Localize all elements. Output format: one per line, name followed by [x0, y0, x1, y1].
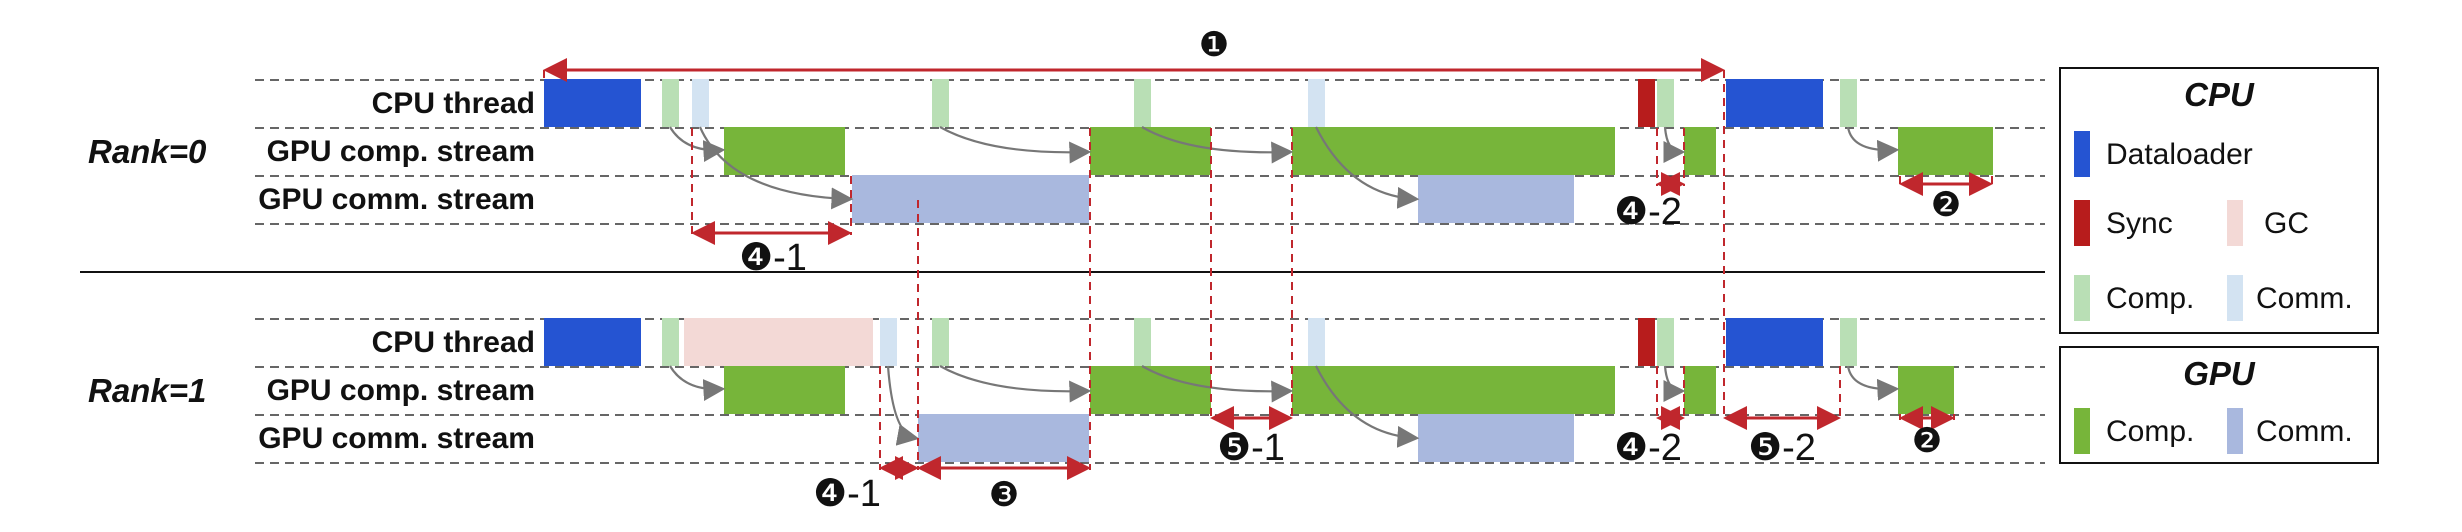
legend-swatch-sync: [2074, 200, 2090, 246]
annotation-2-rank0: ❷: [1931, 186, 1961, 224]
legend-gpu-title: GPU: [2183, 355, 2256, 392]
cpu-comp-block: [932, 79, 949, 127]
rank1-gpu-comp-blocks: [724, 366, 1954, 414]
rank0-gpu-comp-blocks: [724, 127, 1993, 175]
rank0-cpu-thread-label: CPU thread: [372, 87, 535, 120]
legend-cpu-comm-label: Comm.: [2256, 282, 2353, 315]
cpu-comp-block: [1657, 79, 1674, 127]
legend-sync-label: Sync: [2106, 207, 2173, 240]
cpu-comm-block: [1308, 318, 1325, 366]
rank1-label: Rank=1: [88, 372, 206, 409]
cpu-comp-block: [662, 79, 679, 127]
gpu-comp-block: [724, 127, 845, 175]
gpu-comm-block: [852, 175, 1089, 223]
dataloader-block: [544, 318, 641, 366]
gpu-comm-block: [1418, 414, 1574, 462]
sync-block: [1638, 318, 1655, 366]
annotation-4-2-rank1: ❹-2: [1614, 427, 1682, 469]
legend-gpu-comm-label: Comm.: [2256, 415, 2353, 448]
annotation-3-rank1: ❸: [989, 476, 1019, 514]
annotation-5-2-rank1: ❺-2: [1748, 427, 1816, 469]
cpu-comp-block: [1134, 79, 1151, 127]
cpu-comm-block: [692, 79, 709, 127]
legend-cpu-title: CPU: [2184, 76, 2255, 113]
cpu-comp-block: [1657, 318, 1674, 366]
annotation-4-2-rank0: ❹-2: [1614, 191, 1682, 233]
rank0-gpu-comm-blocks: [852, 175, 1574, 223]
red-span-arrows: [543, 58, 1993, 480]
cpu-comp-block: [662, 318, 679, 366]
cpu-comp-block: [1840, 79, 1857, 127]
legend-cpu-comp-label: Comp.: [2106, 282, 2194, 315]
sync-block: [1638, 79, 1655, 127]
rank1-cpu-blocks: [544, 318, 1857, 366]
legend-dataloader-label: Dataloader: [2106, 138, 2253, 171]
legend-swatch-gpu-comm: [2227, 408, 2243, 454]
rank1-cpu-thread-label: CPU thread: [372, 326, 535, 359]
gc-block: [684, 318, 873, 366]
dataloader-block: [1726, 318, 1823, 366]
gpu-comp-block: [1090, 366, 1211, 414]
legend-gpu-comp-label: Comp.: [2106, 415, 2194, 448]
rank0-gpu-comm-label: GPU comm. stream: [258, 183, 535, 216]
dataloader-block: [544, 79, 641, 127]
legend-swatch-gpu-comp: [2074, 408, 2090, 454]
gpu-comp-block: [1090, 127, 1211, 175]
gpu-comp-block: [1684, 127, 1716, 175]
annotation-4-1-rank1: ❹-1: [813, 473, 881, 515]
gpu-comp-block: [1898, 366, 1954, 414]
gpu-comm-block: [1418, 175, 1574, 223]
annotation-4-1-rank0: ❹-1: [739, 237, 807, 279]
gpu-comp-block: [724, 366, 845, 414]
dependency-arrows: [669, 126, 1900, 448]
cpu-comp-block: [1134, 318, 1151, 366]
rank1-gpu-comm-blocks: [918, 414, 1574, 462]
annotation-2-rank1: ❷: [1912, 422, 1942, 460]
legend-swatch-gc: [2227, 200, 2243, 246]
rank0-label: Rank=0: [88, 133, 207, 170]
gpu-comp-block: [1684, 366, 1716, 414]
cpu-comm-block: [1308, 79, 1325, 127]
legend-swatch-dataloader: [2074, 131, 2090, 177]
dataloader-block: [1726, 79, 1823, 127]
cpu-comp-block: [1840, 318, 1857, 366]
gpu-comp-block: [1292, 127, 1615, 175]
legend-gc-label: GC: [2264, 207, 2309, 240]
legend-cpu-box: [2059, 67, 2379, 334]
legend-cpu: CPU Dataloader Sync GC Comp. Comm.: [2059, 67, 2379, 334]
gpu-comm-block: [918, 414, 1089, 462]
cpu-comm-block: [880, 318, 897, 366]
annotation-5-1-rank1: ❺-1: [1217, 427, 1285, 469]
gpu-comp-block: [1292, 366, 1615, 414]
annotation-1: ❶: [1199, 26, 1229, 64]
rank1-gpu-comp-label: GPU comp. stream: [267, 374, 535, 407]
red-guides: [543, 70, 1993, 470]
rank0-cpu-blocks: [544, 79, 1857, 127]
cpu-comp-block: [932, 318, 949, 366]
gpu-comp-block: [1898, 127, 1993, 175]
legend-gpu-box: [2059, 346, 2379, 464]
rank1-gpu-comm-label: GPU comm. stream: [258, 422, 535, 455]
rank0-gpu-comp-label: GPU comp. stream: [267, 135, 535, 168]
legend-swatch-cpu-comm: [2227, 275, 2243, 321]
legend-swatch-cpu-comp: [2074, 275, 2090, 321]
legend-gpu: GPU Comp. Comm.: [2059, 346, 2379, 464]
